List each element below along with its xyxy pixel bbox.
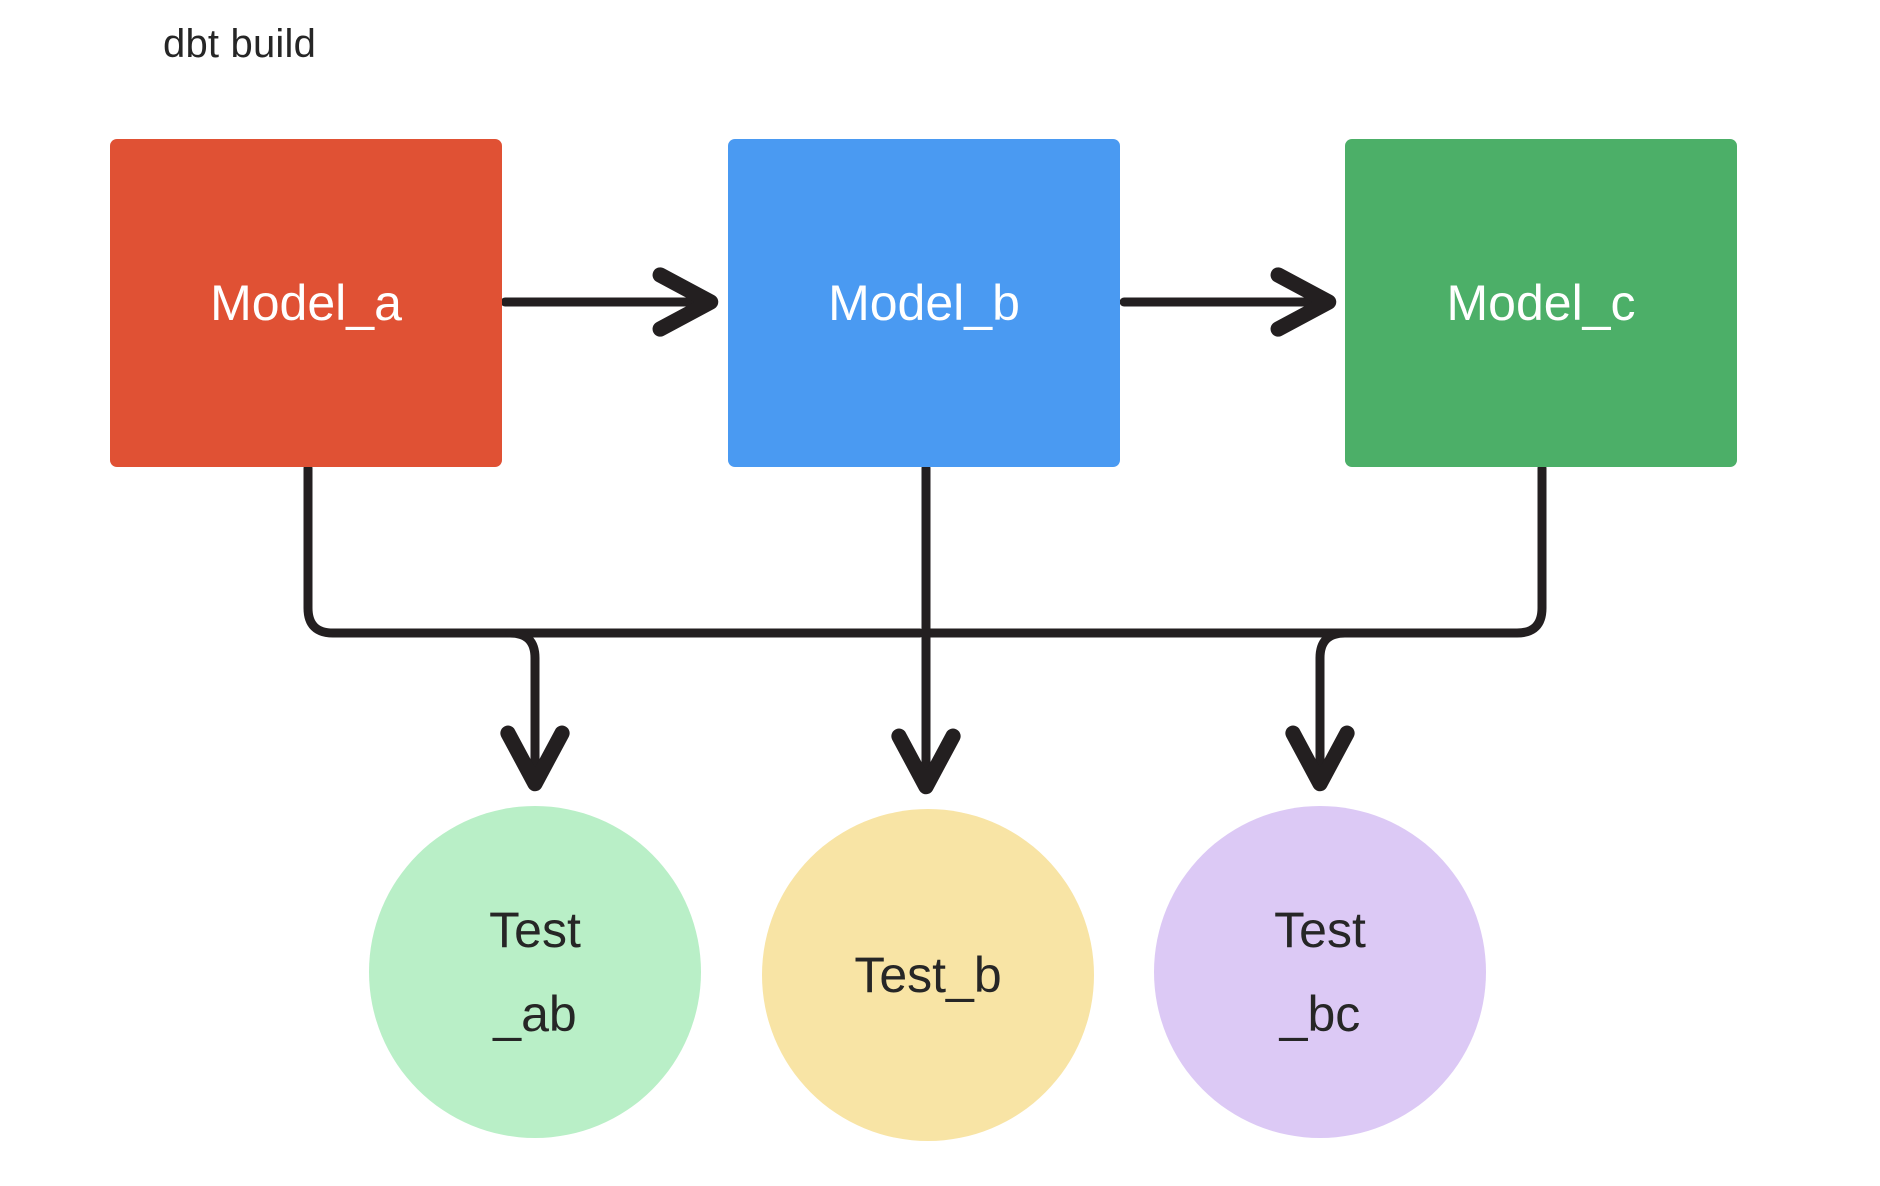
node-model-c-label: Model_c [1446, 275, 1636, 331]
node-test-ab[interactable]: Test _ab [369, 806, 701, 1138]
node-test-ab-label: Test _ab [489, 902, 581, 1042]
edge-bus-to-test-bc [1285, 628, 1355, 792]
node-test-b-label: Test_b [854, 947, 1002, 1003]
edge-bus-to-test-ab [500, 628, 570, 792]
node-test-b[interactable]: Test_b [762, 809, 1094, 1141]
edge-model-a-to-bus [303, 463, 925, 638]
node-test-bc-label: Test _bc [1274, 902, 1366, 1042]
node-model-a[interactable]: Model_a [110, 139, 502, 467]
edge-model-c-to-bus [925, 463, 1547, 638]
node-test-bc[interactable]: Test _bc [1154, 806, 1486, 1138]
node-model-b[interactable]: Model_b [728, 139, 1120, 467]
node-model-b-label: Model_b [828, 275, 1020, 331]
node-model-c[interactable]: Model_c [1345, 139, 1737, 467]
node-model-a-label: Model_a [210, 275, 402, 331]
diagram-title: dbt build [163, 22, 317, 66]
